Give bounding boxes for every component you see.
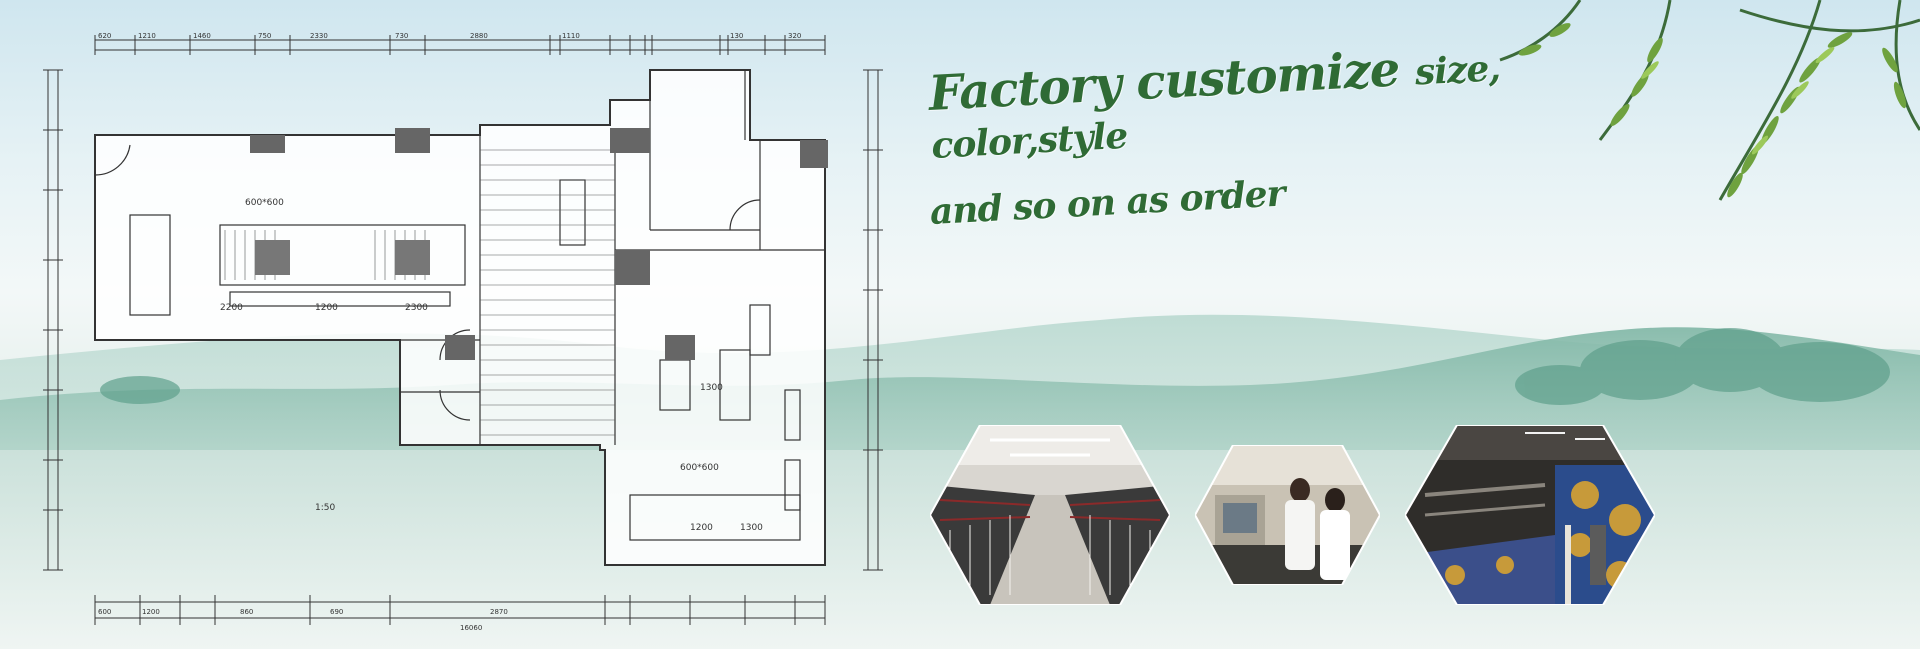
svg-text:860: 860 <box>240 608 253 616</box>
textile-mill-hex-image <box>930 425 1170 605</box>
svg-text:600*600: 600*600 <box>680 463 719 473</box>
lab-technicians-hex-image <box>1195 445 1380 585</box>
svg-text:1460: 1460 <box>193 32 211 40</box>
floor-plan-drawing: 600*600 600*600 2200 1200 2300 1200 1300… <box>43 32 883 630</box>
svg-text:130: 130 <box>730 32 743 40</box>
svg-text:750: 750 <box>258 32 271 40</box>
carpet-loom-hex-image <box>1405 425 1655 605</box>
svg-text:1200: 1200 <box>315 303 338 313</box>
svg-text:2880: 2880 <box>470 32 488 40</box>
svg-text:690: 690 <box>330 608 343 616</box>
svg-text:730: 730 <box>395 32 408 40</box>
svg-text:2200: 2200 <box>220 303 243 313</box>
svg-text:1:50: 1:50 <box>315 503 335 513</box>
svg-text:1300: 1300 <box>740 523 763 533</box>
svg-text:2870: 2870 <box>490 608 508 616</box>
svg-text:1110: 1110 <box>562 32 580 40</box>
svg-text:620: 620 <box>98 32 111 40</box>
svg-text:2330: 2330 <box>310 32 328 40</box>
svg-text:1200: 1200 <box>690 523 713 533</box>
svg-text:16060: 16060 <box>460 624 482 630</box>
svg-text:1200: 1200 <box>142 608 160 616</box>
svg-text:1300: 1300 <box>700 383 723 393</box>
willow-branches <box>1499 0 1920 201</box>
svg-text:600: 600 <box>98 608 111 616</box>
svg-text:600*600: 600*600 <box>245 198 284 208</box>
svg-text:320: 320 <box>788 32 801 40</box>
svg-text:2300: 2300 <box>405 303 428 313</box>
svg-text:1210: 1210 <box>138 32 156 40</box>
